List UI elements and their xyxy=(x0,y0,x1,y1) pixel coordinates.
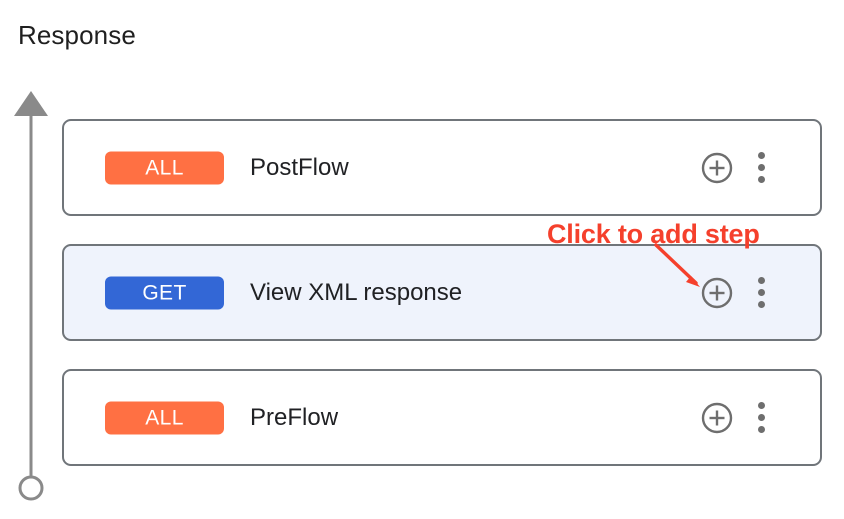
plus-circle-icon xyxy=(701,402,733,433)
more-vertical-icon[interactable] xyxy=(750,402,772,434)
more-vertical-icon[interactable] xyxy=(750,152,772,184)
menu-dot xyxy=(757,289,765,296)
annotation-label: Click to add step xyxy=(547,219,760,249)
step-label: PreFlow xyxy=(250,403,339,431)
flow-steps-list: ALL PostFlow GET View XML response xyxy=(62,119,822,494)
verb-badge-all: ALL xyxy=(105,401,224,434)
menu-dot xyxy=(757,176,765,183)
plus-circle-icon xyxy=(701,277,733,308)
step-row-view-xml-response[interactable]: GET View XML response xyxy=(62,244,822,341)
arrow-up-icon xyxy=(14,91,48,116)
menu-dot xyxy=(757,164,765,171)
menu-dot xyxy=(757,426,765,433)
menu-dot xyxy=(757,277,765,284)
menu-dot xyxy=(757,152,765,159)
flow-direction-axis xyxy=(0,70,70,514)
step-row-preflow[interactable]: ALL PreFlow xyxy=(62,369,822,466)
plus-circle-icon xyxy=(701,152,733,183)
step-label: View XML response xyxy=(250,278,463,306)
flow-axis-graphic xyxy=(14,91,48,501)
menu-dot xyxy=(757,414,765,421)
add-step-button[interactable] xyxy=(701,152,733,184)
add-step-button[interactable] xyxy=(701,402,733,434)
verb-badge-get: GET xyxy=(105,276,224,309)
menu-dot xyxy=(757,402,765,409)
page-title: Response xyxy=(18,20,136,50)
step-label: PostFlow xyxy=(250,153,349,181)
circle-outline-icon xyxy=(18,475,44,501)
more-vertical-icon[interactable] xyxy=(750,277,772,309)
menu-dot xyxy=(757,301,765,308)
verb-badge-all: ALL xyxy=(105,151,224,184)
step-row-postflow[interactable]: ALL PostFlow xyxy=(62,119,822,216)
add-step-button[interactable] xyxy=(701,277,733,309)
